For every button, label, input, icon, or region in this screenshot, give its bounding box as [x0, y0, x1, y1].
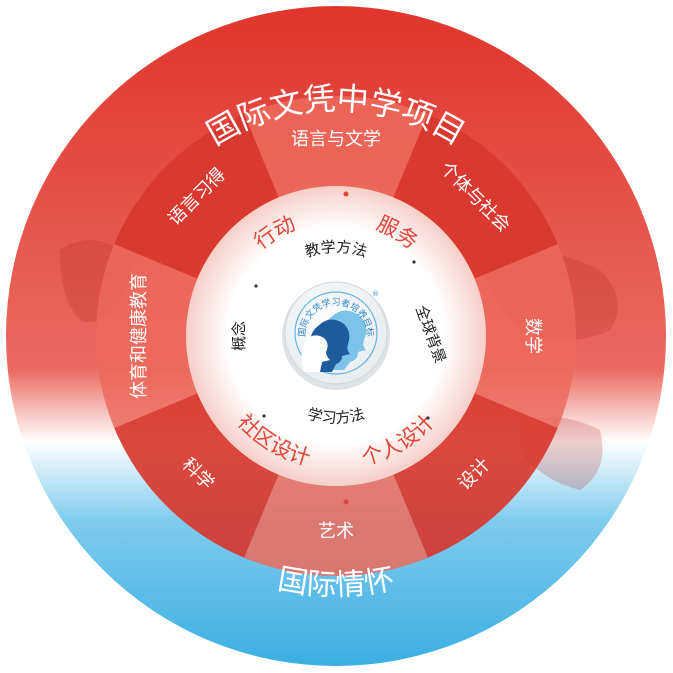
subject-segment [96, 244, 198, 428]
concepts-label: 概念 [230, 321, 248, 351]
subject-segment [393, 114, 558, 279]
subject-label: 数学 [522, 318, 543, 354]
badge-inner-ring [294, 291, 378, 375]
separator-dot [343, 499, 349, 505]
learning-approaches-label: 学习方法 [306, 405, 367, 428]
inner-dots [254, 260, 430, 420]
bottom-title: 国际情怀 [275, 562, 397, 603]
subject-segment [114, 114, 279, 279]
subject-segment [114, 393, 279, 558]
bottom-title-wrapper: 国际情怀 [275, 562, 397, 603]
subject-segment [393, 393, 558, 558]
subject-segment [244, 474, 428, 576]
separator-dot [343, 191, 349, 197]
subject-label: 艺术 [318, 521, 354, 542]
subject-label: 体育和健康教育 [129, 273, 150, 399]
subject-segment [474, 244, 576, 428]
badge-registered-mark: ® [372, 290, 379, 298]
profile-faces-icon [301, 310, 367, 372]
subject-segment [244, 96, 428, 198]
learning-wrapper: 学习方法 [306, 405, 367, 428]
subject-label: 语言与文学 [291, 129, 381, 150]
